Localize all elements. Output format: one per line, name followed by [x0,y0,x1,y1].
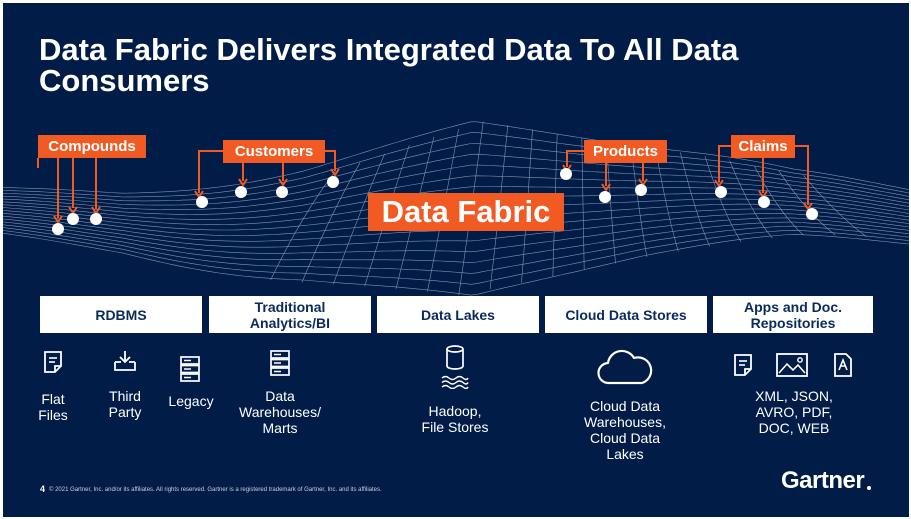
tag-customers: Customers [223,140,325,163]
fabric-node [276,186,288,198]
data-fabric-label: Data Fabric [368,193,564,231]
tag-connector [718,145,809,205]
hadoop-label: Hadoop, File Stores [403,403,507,435]
category-label: Data Lakes [421,306,495,323]
gartner-logo: Gartner [781,467,865,494]
server-icon [270,350,290,376]
arrowhead [714,179,724,188]
page-number: 4 [40,484,46,494]
fabric-node [52,223,64,235]
category-label: Traditional [254,298,326,315]
label-line: Marts [262,420,298,436]
category-rdbms: RDBMS [40,296,202,333]
label-line: Warehouses/ [239,404,321,420]
arrowhead [803,202,813,211]
category-label: Cloud Data Stores [565,306,687,323]
document-icon [734,354,752,376]
label-line: Flat [41,391,65,407]
label-line: Warehouses, [584,414,666,430]
label-line: Cloud Data [589,398,661,414]
label-line: Party [108,404,142,420]
slide-title: Data Fabric Delivers Integrated Data To … [39,32,739,98]
waves-icon [441,375,469,389]
fabric-node [599,191,611,203]
arrowhead [330,168,340,177]
legacy-label: Legacy [168,393,214,409]
third-party-label: Third Party [97,388,153,420]
warehouses-label: Data Warehouses/ Marts [225,388,335,436]
fabric-node [806,208,818,220]
image-icon [776,353,808,377]
fabric-node [560,168,572,180]
arrowhead [238,178,248,187]
label-line: File Stores [421,419,489,435]
fabric-node [67,213,79,225]
label-line: Hadoop, [428,403,482,419]
download-tray-icon [114,351,136,371]
category-label: Analytics/BI [249,314,331,331]
docs-formats-label: XML, JSON, AVRO, PDF, DOC, WEB [739,388,849,436]
tag-claims: Claims [731,135,795,158]
label-line: Files [38,407,68,423]
cloud-icon [597,349,653,385]
fabric-node [715,186,727,198]
label-line: Third [109,388,141,404]
data-fabric-mesh [3,121,909,296]
label-line: Cloud Data [589,430,661,446]
label-line: DOC, WEB [758,420,830,436]
fabric-node [196,196,208,208]
category-apps-doc-repositories: Apps and Doc.Repositories [713,296,873,333]
tag-compounds: Compounds [38,135,146,158]
category-cloud-data-stores: Cloud Data Stores [545,296,707,333]
tag-connector [566,150,644,186]
label-line: Data [265,388,295,404]
arrowhead [278,178,288,187]
fabric-node [235,186,247,198]
slide: Data Fabric Delivers Integrated Data To … [3,3,909,517]
tag-products: Products [584,140,667,163]
text-file-icon [834,353,852,377]
server-icon [180,356,200,382]
arrowhead [53,215,63,224]
label-line: XML, JSON, [755,388,833,404]
arrowhead [601,183,611,192]
database-cylinder-icon [446,345,464,370]
category-label: Apps and Doc. [743,298,842,315]
tag-connector [198,150,336,193]
document-icon [44,351,62,373]
label-line: AVRO, PDF, [755,404,833,420]
copyright-text: © 2021 Gartner, Inc. and/or its affiliat… [49,487,382,493]
fabric-node [758,196,770,208]
fabric-node [90,213,102,225]
category-data-lakes: Data Lakes [377,296,539,333]
label-line: Lakes [606,446,644,462]
logo-dot [867,486,871,490]
fabric-node [635,184,647,196]
tag-connector [37,158,97,218]
cloud-label: Cloud Data Warehouses, Cloud Data Lakes [565,398,685,462]
category-label: Repositories [750,314,836,331]
category-label: RDBMS [95,306,147,323]
flat-files-label: Flat Files [25,391,81,423]
fabric-node [327,176,339,188]
